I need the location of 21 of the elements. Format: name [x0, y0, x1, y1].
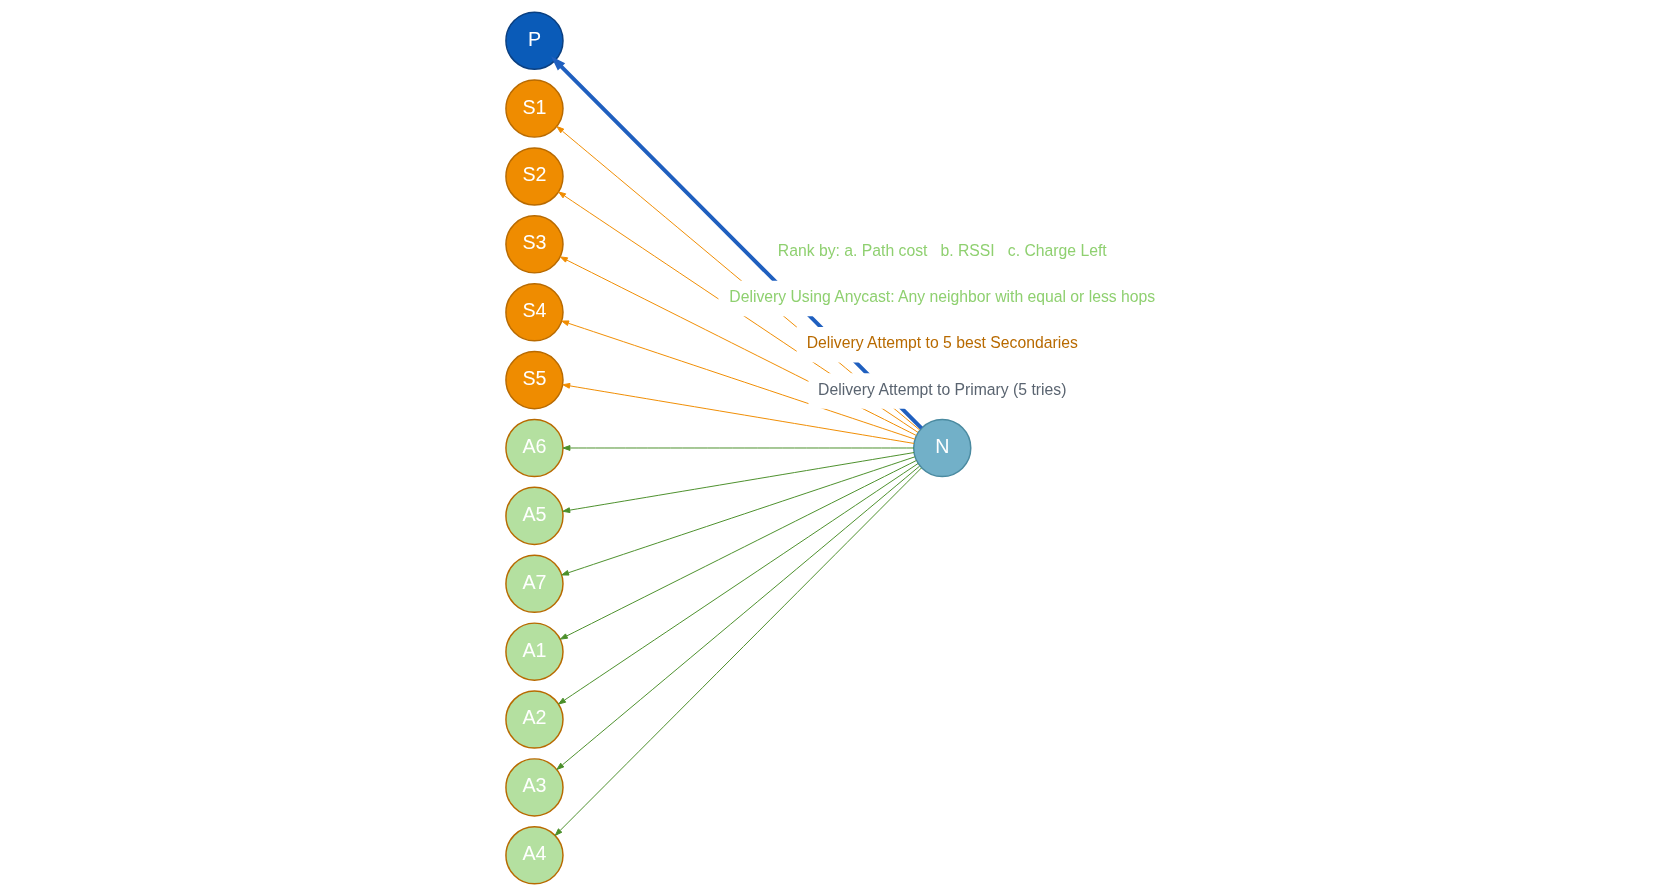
arrow [555, 465, 920, 770]
label: Rank by: a. Path cost b. RSSI c. Charge Left [777, 241, 1107, 259]
arrow [554, 467, 922, 836]
arrow [561, 382, 914, 444]
node-circle: A6 [504, 418, 564, 478]
arrow [559, 459, 917, 640]
arrow [557, 463, 918, 705]
arrow [562, 445, 914, 451]
arrow [560, 456, 915, 576]
node-circle: N [912, 418, 971, 478]
label: Delivery Attempt to Primary (5 tries) [817, 380, 1066, 398]
node-circle: S4 [504, 282, 564, 342]
node-circle: S5 [504, 350, 564, 410]
node-circle: A1 [504, 622, 564, 681]
node-circle: A7 [504, 554, 564, 614]
node-circle: S3 [504, 215, 564, 274]
arrow [561, 452, 914, 514]
node-circle: A5 [504, 486, 564, 546]
label: Delivery Attempt to 5 best Secondaries [806, 334, 1078, 352]
label: Delivery Using Anycast: Any neighbor with equal or less hops [728, 288, 1155, 306]
arrow [560, 320, 915, 440]
